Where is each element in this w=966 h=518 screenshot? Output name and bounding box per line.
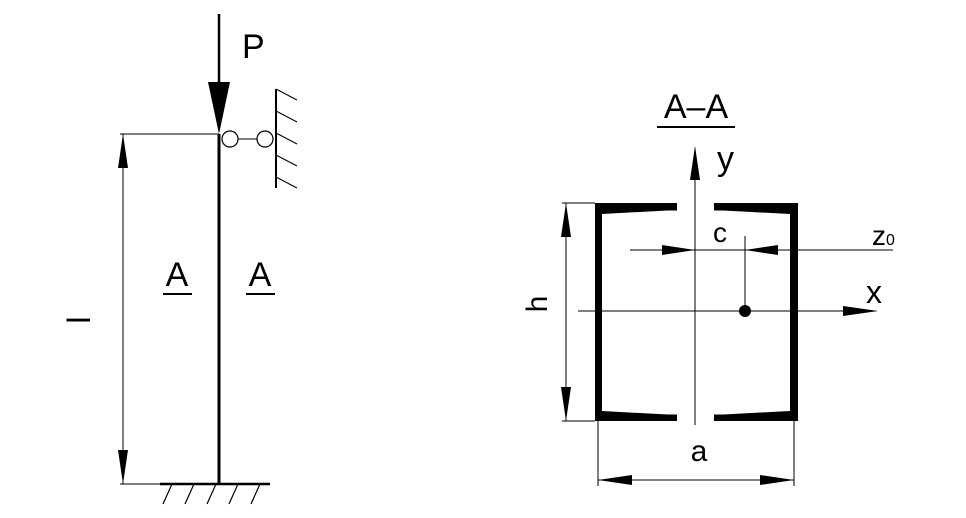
length-label: l [61,316,97,323]
x-axis [578,306,878,316]
svg-text:A: A [249,256,272,294]
height-dimension [561,202,595,422]
top-roller-support [221,88,298,189]
load-arrow [208,14,230,134]
bottom-fixed-support [160,482,270,505]
y-axis-label: y [717,140,734,178]
offset-label: c [713,217,727,248]
left-channel [595,203,677,421]
width-dimension [597,421,795,486]
column-view: P [61,14,298,505]
y-axis [690,146,700,425]
length-dimension [118,133,219,485]
right-channel [714,203,798,421]
section-mark-left: A [163,256,192,295]
width-label: a [691,435,708,468]
z0-label: z0 [872,220,895,251]
svg-text:A: A [166,256,189,294]
section-mark-right: A [246,256,275,295]
section-title: A–A [664,88,729,126]
height-label: h [521,296,554,313]
load-label: P [242,28,265,66]
x-axis-label: x [866,274,882,310]
cross-section-view: A–A y x z0 c [521,88,895,486]
offset-dimension [662,245,778,255]
